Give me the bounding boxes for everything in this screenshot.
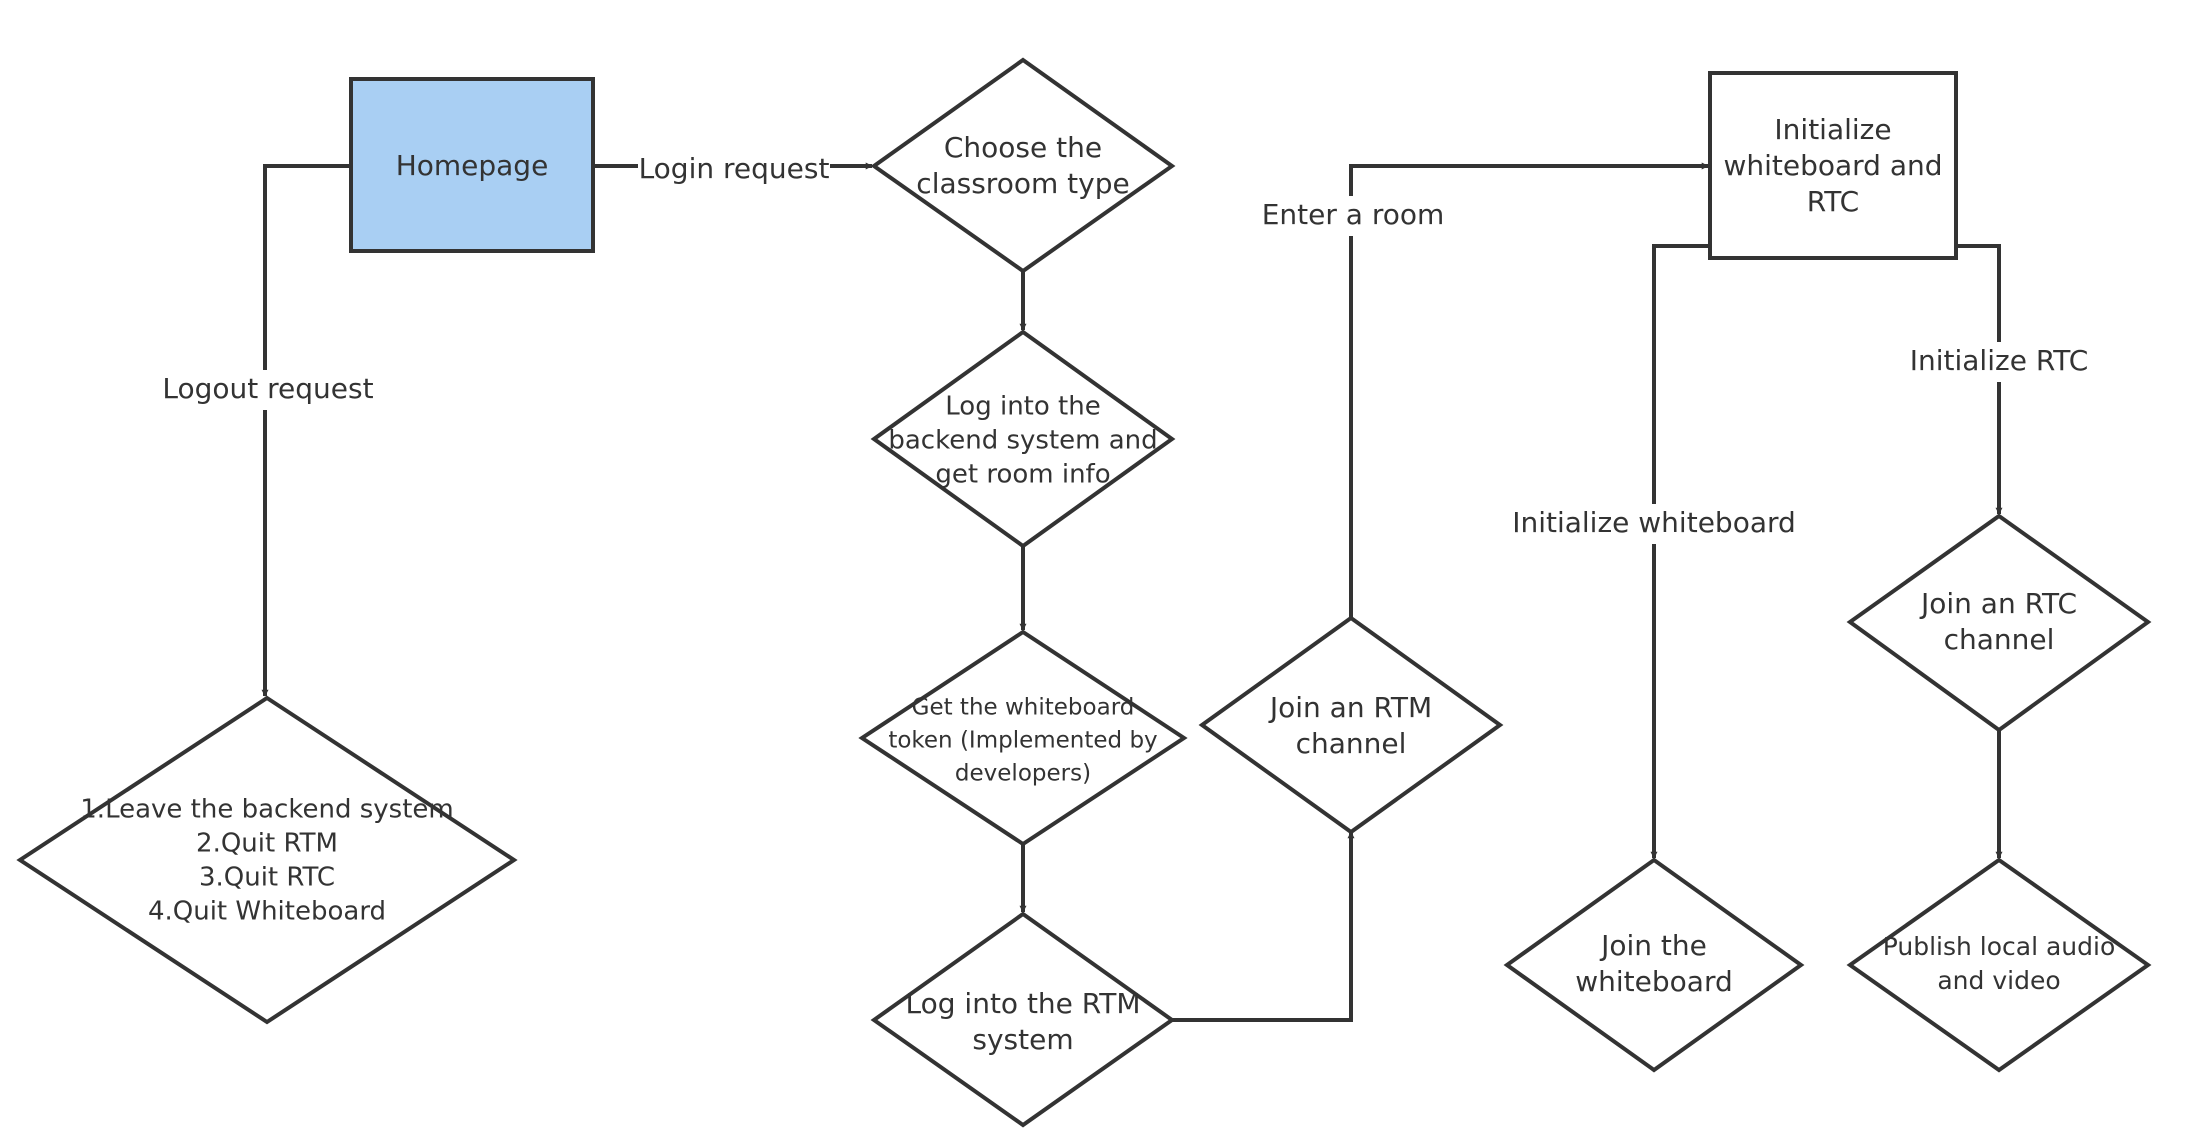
svg-text:backend system and: backend system and (888, 426, 1157, 456)
edge-rtm-to-join (1172, 831, 1355, 1022)
svg-text:channel: channel (1944, 623, 2055, 656)
edge-label-init-whiteboard: Initialize whiteboard (1512, 504, 1796, 544)
svg-text:and video: and video (1937, 966, 2060, 995)
edge-labels: Login request Logout request Enter a roo… (162, 149, 2092, 544)
svg-text:Logout request: Logout request (162, 372, 373, 405)
nodes: Homepage Choose the classroom type Log i… (16, 57, 2152, 1128)
svg-text:whiteboard and: whiteboard and (1723, 149, 1942, 182)
whiteboard-token-node: Get the whiteboard token (Implemented by… (858, 629, 1188, 847)
edge-label-enter-room: Enter a room (1262, 196, 1445, 236)
svg-text:Initialize whiteboard: Initialize whiteboard (1512, 506, 1796, 539)
svg-text:Log into the RTM: Log into the RTM (906, 987, 1141, 1020)
svg-text:3.Quit RTC: 3.Quit RTC (199, 863, 335, 893)
svg-text:Initialize: Initialize (1774, 113, 1891, 146)
svg-text:2.Quit RTM: 2.Quit RTM (196, 829, 338, 859)
svg-text:token (Implemented by: token (Implemented by (888, 728, 1157, 754)
svg-text:1.Leave the backend system: 1.Leave the backend system (80, 795, 453, 825)
svg-text:classroom type: classroom type (916, 167, 1129, 200)
svg-text:Login request: Login request (639, 152, 830, 185)
join-rtm-node: Join an RTM channel (1198, 615, 1504, 835)
edge-enter-room (1349, 162, 1709, 618)
classroom-type-node: Choose the classroom type (870, 57, 1176, 274)
svg-text:get room info: get room info (935, 460, 1110, 490)
join-rtc-node: Join an RTC channel (1846, 513, 2152, 733)
publish-node: Publish local audio and video (1846, 857, 2152, 1073)
svg-text:RTC: RTC (1807, 185, 1859, 218)
edges (261, 162, 2003, 1022)
svg-text:Join an RTM: Join an RTM (1268, 691, 1432, 724)
svg-text:Enter a room: Enter a room (1262, 198, 1445, 231)
edge-label-init-rtc: Initialize RTC (1906, 342, 2092, 382)
svg-text:channel: channel (1296, 727, 1407, 760)
svg-text:Initialize RTC: Initialize RTC (1910, 344, 2089, 377)
homepage-node: Homepage (349, 77, 595, 253)
join-whiteboard-node: Join the whiteboard (1503, 857, 1805, 1073)
svg-text:Get the whiteboard: Get the whiteboard (912, 695, 1135, 721)
logout-steps-node: 1.Leave the backend system 2.Quit RTM 3.… (16, 695, 518, 1025)
edge-label-logout-request: Logout request (162, 370, 374, 410)
svg-text:Log into the: Log into the (945, 392, 1100, 422)
svg-text:Choose the: Choose the (944, 131, 1102, 164)
svg-text:Homepage: Homepage (396, 149, 549, 182)
edge-init-rtc (1956, 244, 2003, 515)
backend-login-node: Log into the backend system and get room… (870, 329, 1176, 549)
svg-text:whiteboard: whiteboard (1575, 965, 1733, 998)
edge-label-login-request: Login request (638, 149, 830, 187)
svg-text:Publish local audio: Publish local audio (1883, 932, 2116, 961)
svg-text:4.Quit Whiteboard: 4.Quit Whiteboard (148, 897, 386, 927)
svg-text:Join an RTC: Join an RTC (1919, 587, 2077, 620)
init-whiteboard-rtc-node: Initialize whiteboard and RTC (1708, 71, 1958, 260)
svg-text:Join the: Join the (1599, 929, 1707, 962)
rtm-login-node: Log into the RTM system (870, 911, 1176, 1128)
svg-text:developers): developers) (955, 761, 1091, 787)
svg-text:system: system (972, 1023, 1073, 1056)
edge-init-whiteboard (1650, 244, 1710, 859)
edge-logout-request (261, 164, 351, 697)
